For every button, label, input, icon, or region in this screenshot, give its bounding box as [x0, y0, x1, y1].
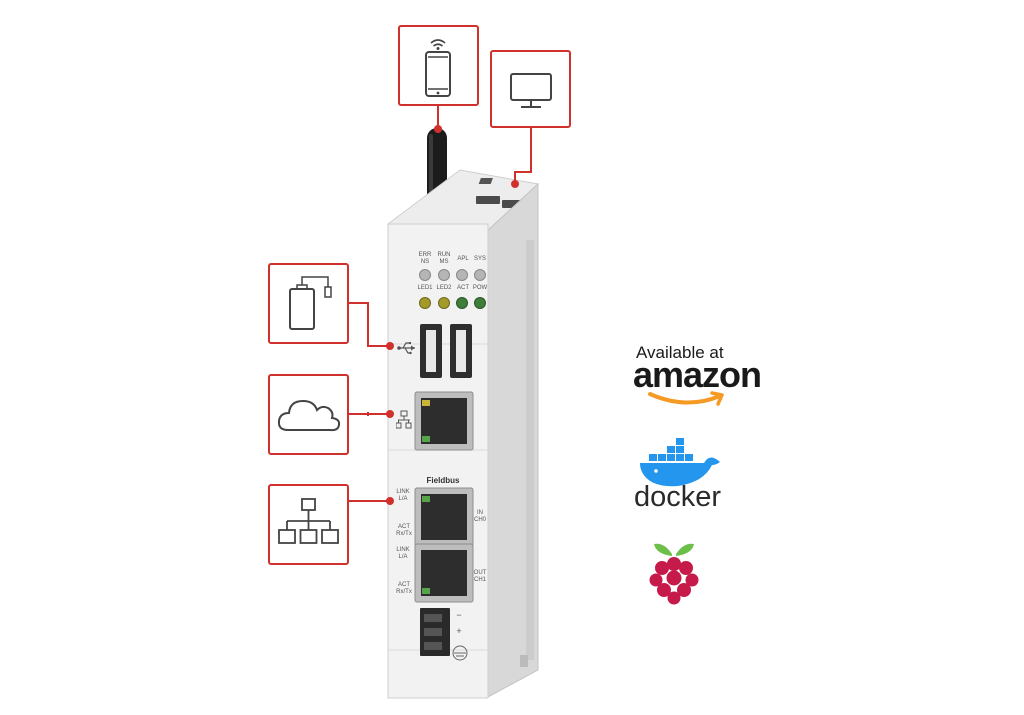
- network-port-icon: [396, 410, 412, 429]
- smartphone-connector-dot: [434, 125, 442, 133]
- smartphone-wifi-icon: [425, 39, 451, 97]
- usb-battery-callout: [268, 263, 349, 344]
- usb-battery-connector-dot: [386, 342, 394, 350]
- cloud-connector-h2: [367, 413, 389, 415]
- monitor-connector-h: [514, 171, 532, 173]
- usb-battery-connector-h2: [367, 345, 391, 347]
- monitor-connector-v: [530, 128, 532, 172]
- port-label-link-2: LINK L/A: [396, 547, 410, 560]
- raspberry-pi-icon: [649, 543, 699, 605]
- amazon-smile-icon: [648, 391, 724, 406]
- cloud-connector-dot: [386, 410, 394, 418]
- led-label-pow: POW: [472, 285, 488, 291]
- network-hierarchy-connector-dot: [386, 497, 394, 505]
- fieldbus-label: Fieldbus: [426, 476, 460, 485]
- smartphone-wifi-callout: [398, 25, 479, 106]
- docker-whale-icon: [640, 438, 720, 487]
- usb-battery-connector-v: [367, 302, 369, 347]
- led-label-led1: LED1: [417, 285, 433, 291]
- network-hierarchy-connector-h: [349, 500, 389, 502]
- port-label-out-ch1: OUT CH1: [473, 570, 487, 583]
- gateway-device: [386, 128, 540, 699]
- led-label-led2: LED2: [436, 285, 452, 291]
- monitor-icon: [510, 73, 552, 108]
- usb-icon: [397, 342, 415, 355]
- cloud-icon: [277, 399, 341, 432]
- cloud-connector-h: [349, 413, 369, 415]
- usb-battery-icon: [289, 276, 332, 330]
- led-label-run-ms: RUN MS: [437, 252, 451, 265]
- led-label-err-ns: ERR NS: [418, 252, 432, 265]
- usb-battery-connector-h: [349, 302, 369, 304]
- cloud-callout: [268, 374, 349, 455]
- monitor-callout: [490, 50, 571, 128]
- led-label-apl: APL: [457, 256, 469, 262]
- monitor-connector-dot: [511, 180, 519, 188]
- port-label-link-1: LINK L/A: [396, 489, 410, 502]
- port-label-in-ch0: IN CH0: [473, 510, 486, 523]
- power-minus-label: −: [456, 610, 462, 620]
- smartphone-connector: [437, 106, 439, 130]
- amazon-logo-text: amazon: [633, 354, 762, 395]
- port-label-act-2: ACT Rx/Tx: [396, 582, 412, 595]
- power-plus-label: +: [456, 626, 462, 636]
- amazon-tagline: Available at: [636, 343, 724, 362]
- docker-logo-text: docker: [634, 481, 722, 513]
- led-label-act: ACT: [457, 285, 469, 291]
- port-label-act-1: ACT Rx/Tx: [396, 524, 412, 537]
- network-hierarchy-icon: [278, 498, 339, 544]
- led-label-sys: SYS: [473, 256, 486, 262]
- monitor-connector-v2: [514, 171, 516, 183]
- network-hierarchy-callout: [268, 484, 349, 565]
